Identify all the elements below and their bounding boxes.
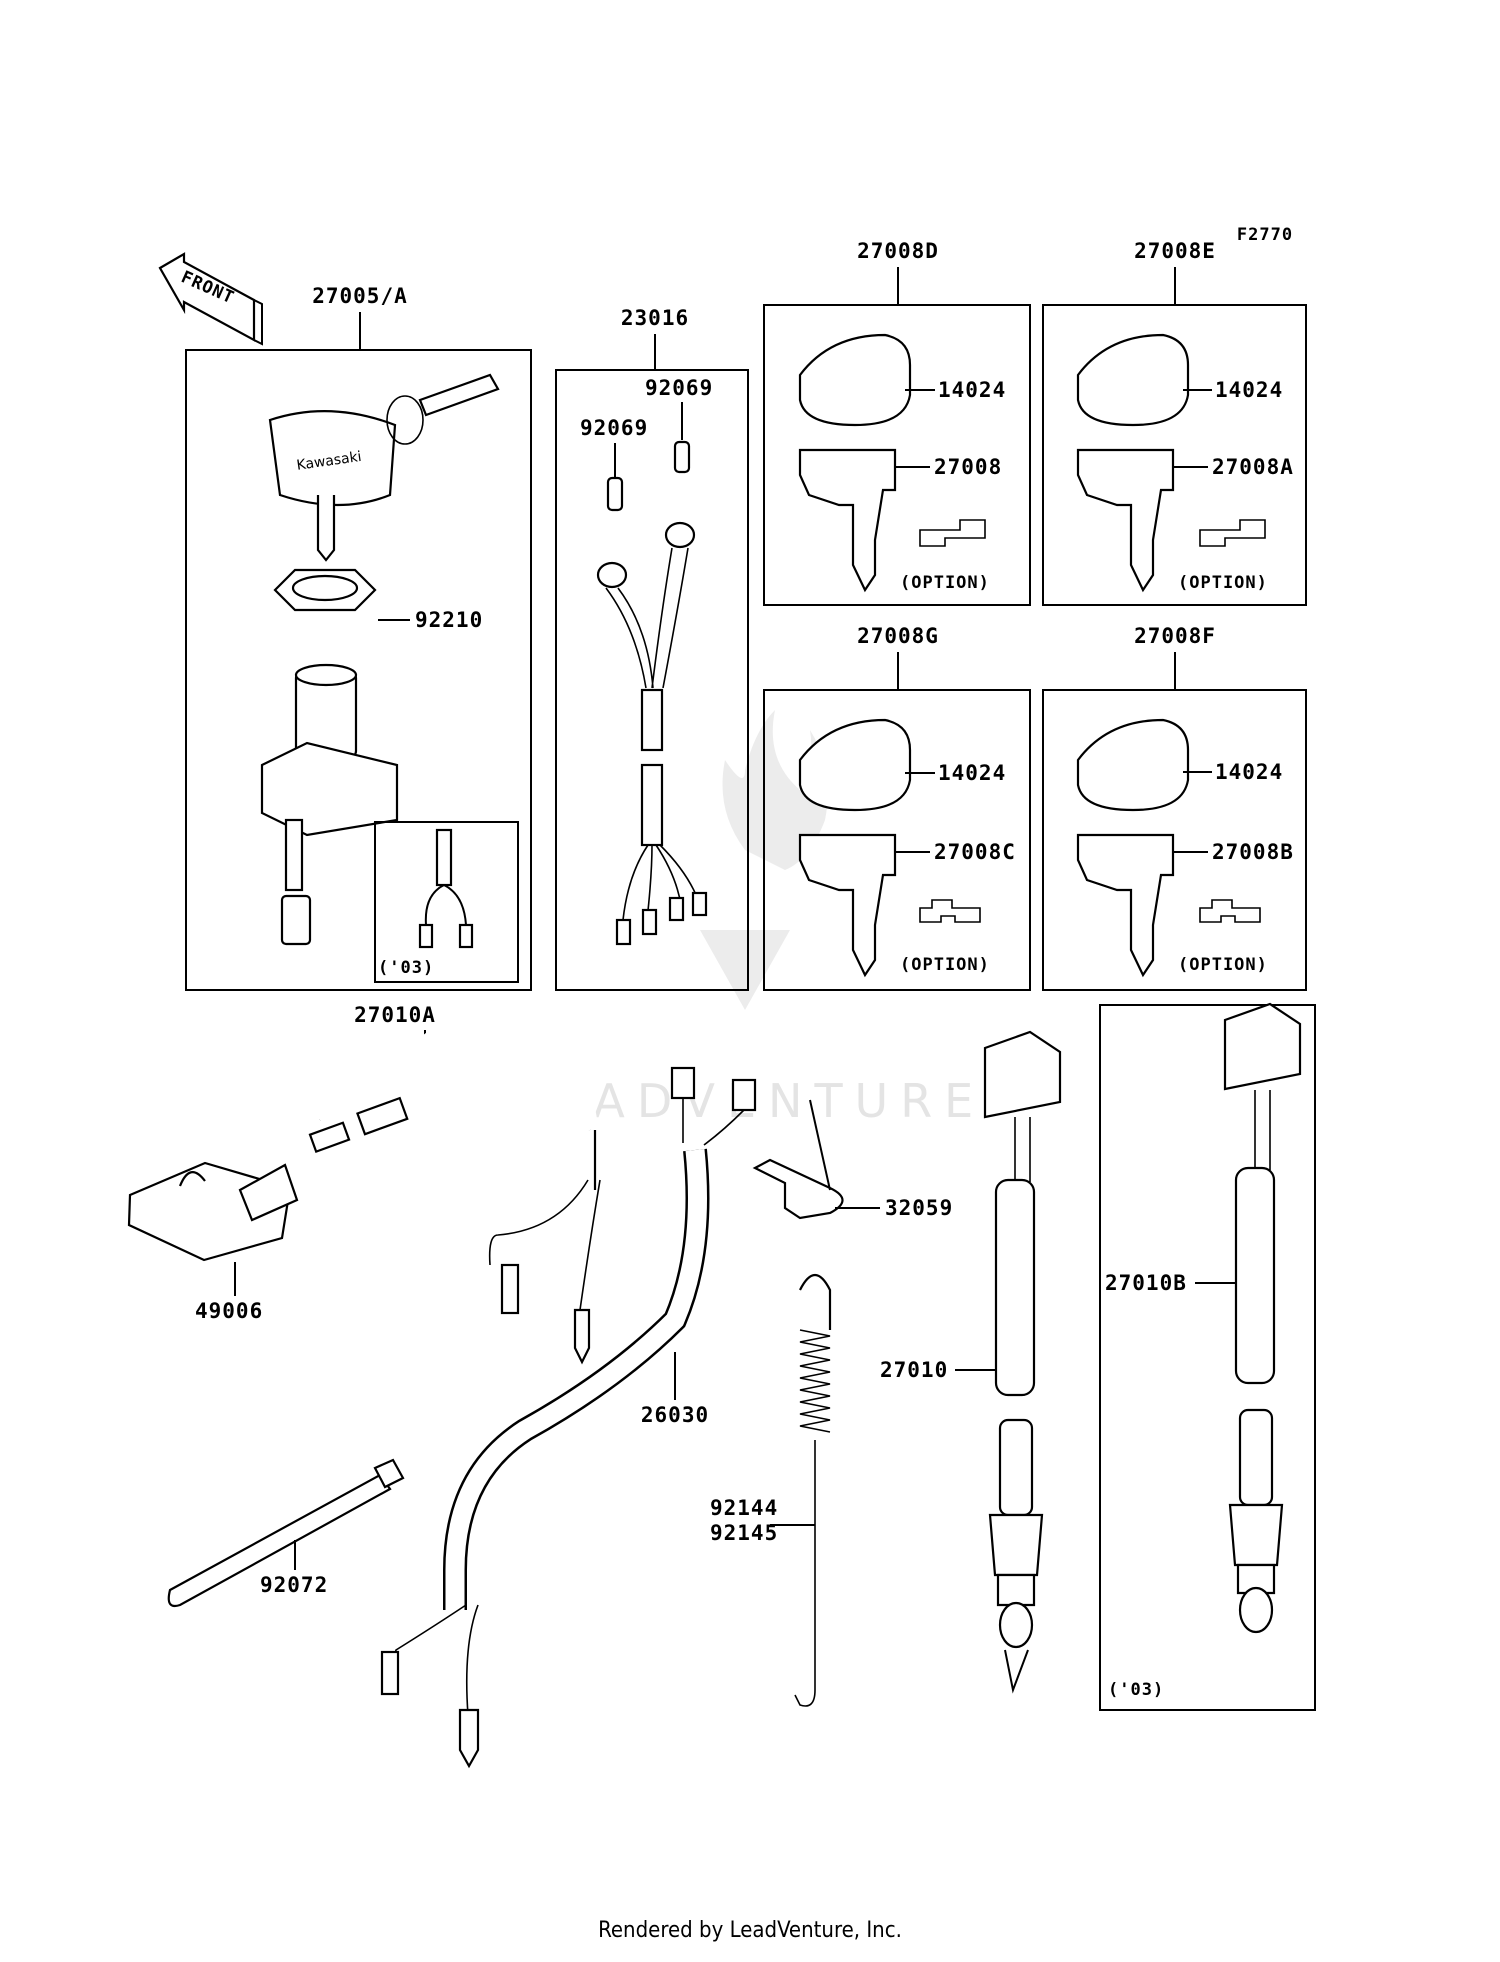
label-26030: 26030 — [641, 1403, 709, 1427]
label-27005A: 27005/A — [312, 284, 408, 308]
label-27010B: 27010B — [1105, 1271, 1187, 1295]
label-92210: 92210 — [415, 608, 483, 632]
label-32059: 32059 — [885, 1196, 953, 1220]
key-set-f-group: 27008F 14024 27008B (OPTION) — [1042, 624, 1307, 991]
cable-tie-group — [167, 1458, 405, 1608]
label-27008A: 27008A — [1212, 455, 1294, 479]
harness-group: 23016 92069 92069 — [555, 306, 749, 991]
label-27008G: 27008G — [857, 624, 939, 648]
label-14024-e: 14024 — [1215, 378, 1283, 402]
footer-credit: Rendered by LeadVenture, Inc. — [598, 1918, 902, 1943]
inset-wire-drawing — [418, 828, 474, 949]
key-set-g-group: 27008G 14024 27008C (OPTION) — [763, 624, 1031, 991]
label-14024-f: 14024 — [1215, 760, 1283, 784]
key-head-g-drawing — [798, 718, 912, 812]
key-e-option: (OPTION) — [1178, 573, 1268, 593]
label-27008F: 27008F — [1134, 624, 1216, 648]
label-23016: 23016 — [621, 306, 689, 330]
key-d-option: (OPTION) — [900, 573, 990, 593]
key-f-option: (OPTION) — [1178, 955, 1268, 975]
stop-switch-cable-group: 27010A — [127, 1003, 601, 1365]
switch-27010B-year-note: ('03) — [1108, 1680, 1164, 1700]
key-blank-g-drawing — [798, 833, 897, 978]
key-set-f-box — [1042, 689, 1307, 991]
key-set-e-box — [1042, 304, 1307, 606]
nut-drawing — [273, 568, 377, 612]
label-27008E: 27008E — [1134, 239, 1216, 263]
switch-body-drawing — [260, 663, 399, 946]
key-head-f-drawing — [1076, 718, 1190, 812]
label-14024-g: 14024 — [938, 761, 1006, 785]
label-92144: 92144 — [710, 1496, 778, 1520]
key-blank-d-drawing — [798, 448, 897, 593]
front-arrow: FRONT — [158, 252, 263, 346]
label-27008B: 27008B — [1212, 840, 1294, 864]
label-92069-a: 92069 — [645, 376, 713, 400]
key-g-option: (OPTION) — [900, 955, 990, 975]
ignition-inset-box — [374, 821, 519, 983]
clip-32059-group — [752, 1099, 880, 1220]
key-set-d-box — [763, 304, 1031, 606]
key-set-g-box — [763, 689, 1031, 991]
ignition-switch-group: 27005/A Kawasaki 92210 — [185, 284, 532, 991]
cable-26030-group — [380, 1066, 757, 1769]
harness-wire-drawing — [596, 521, 708, 946]
ignition-year-note: ('03) — [378, 958, 434, 978]
label-92145: 92145 — [710, 1521, 778, 1545]
label-27008C: 27008C — [934, 840, 1016, 864]
label-49006: 49006 — [195, 1299, 263, 1323]
key-blank-f-drawing — [1076, 833, 1175, 978]
key-set-d-group: 27008D 14024 27008 (OPTION) — [763, 239, 1031, 606]
switch-27010B-group: ('03) — [1099, 1002, 1316, 1711]
label-27010: 27010 — [880, 1358, 948, 1382]
label-92069-b: 92069 — [580, 416, 648, 440]
label-27008: 27008 — [934, 455, 1002, 479]
label-27010A: 27010A — [354, 1003, 436, 1027]
harness-box — [555, 369, 749, 991]
label-27008D: 27008D — [857, 239, 939, 263]
key-blank-e-drawing — [1076, 448, 1175, 593]
diagram-code: F2770 — [1237, 225, 1293, 245]
label-92072: 92072 — [260, 1573, 328, 1597]
ignition-switch-box — [185, 349, 532, 991]
key-head-d-drawing — [798, 333, 912, 427]
key-set-e-group: 27008E 14024 27008A (OPTION) — [1042, 239, 1307, 606]
switch-27010-group — [983, 1030, 1062, 1694]
label-14024-d: 14024 — [938, 378, 1006, 402]
ignition-key-drawing: Kawasaki — [268, 373, 500, 562]
spring-group — [794, 1273, 832, 1707]
key-head-e-drawing — [1076, 333, 1190, 427]
switch-27010B-box — [1099, 1004, 1316, 1711]
